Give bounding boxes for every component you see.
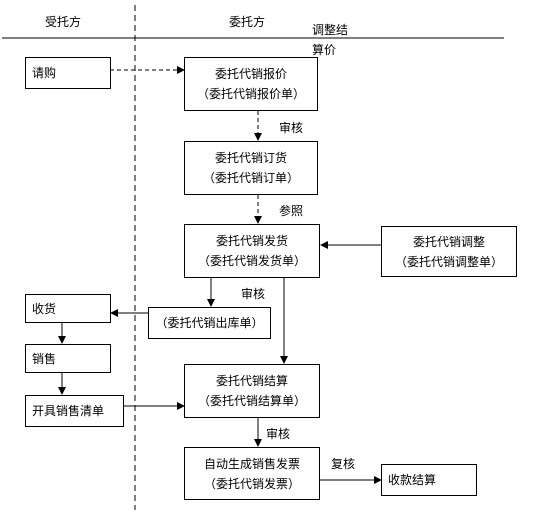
review-label: 复核 [331, 457, 356, 471]
receive-goods-label: 收货 [32, 301, 57, 316]
audit-label-settlement: 审核 [266, 427, 291, 441]
col-consignee-heading: 受托方 [45, 15, 82, 29]
sales-list-label: 开具销售清单 [32, 404, 105, 418]
consignment-outbound-doc: （委托代销出库单） [155, 316, 264, 330]
receive-goods-box: 收货 [25, 294, 111, 323]
consignment-settlement-title: 委托代销结算 [215, 374, 288, 388]
consignment-adjust-box: 委托代销调整 （委托代销调整单） [381, 226, 517, 277]
sale-box: 销售 [25, 344, 111, 373]
consignment-shipment-box: 委托代销发货 （委托代销发货单） [184, 224, 320, 278]
purchase-request-label: 请购 [32, 66, 57, 80]
audit-label-quote: 审核 [279, 121, 304, 135]
consignment-shipment-doc: （委托代销发货单） [197, 254, 306, 268]
consignment-quote-title: 委托代销报价 [214, 67, 287, 81]
reference-label: 参照 [279, 204, 304, 218]
collection-settlement-label: 收款结算 [388, 473, 437, 487]
sales-invoice-box: 自动生成销售发票 （委托代销发票） [184, 447, 320, 500]
sales-invoice-title: 自动生成销售发票 [203, 456, 300, 471]
consignment-adjust-title: 委托代销调整 [412, 234, 485, 249]
adjust-price-note-line2: 算价 [312, 43, 337, 57]
consignment-adjust-doc: （委托代销调整单） [394, 254, 503, 269]
collection-settlement-box: 收款结算 [381, 464, 477, 496]
consignment-order-title: 委托代销订货 [214, 151, 287, 165]
sales-list-box: 开具销售清单 [25, 395, 124, 427]
consignment-order-box: 委托代销订货 （委托代销订单） [184, 141, 318, 195]
consignment-settlement-doc: （委托代销结算单） [197, 394, 306, 408]
audit-label-shipment: 审核 [241, 287, 266, 301]
consignment-quote-box: 委托代销报价 （委托代销报价单） [184, 57, 318, 111]
consignment-order-doc: （委托代销订单） [202, 171, 299, 185]
col-consignor-heading: 委托方 [229, 15, 266, 29]
consignment-quote-doc: （委托代销报价单） [196, 87, 305, 101]
purchase-request-box: 请购 [25, 57, 111, 89]
consignment-settlement-box: 委托代销结算 （委托代销结算单） [184, 364, 320, 418]
consignment-outbound-box: （委托代销出库单） [148, 307, 271, 339]
consignment-shipment-title: 委托代销发货 [215, 234, 288, 248]
sales-invoice-doc: （委托代销发票） [203, 476, 300, 491]
adjust-price-note-line1: 调整结 [312, 23, 349, 37]
sale-label: 销售 [32, 351, 57, 366]
